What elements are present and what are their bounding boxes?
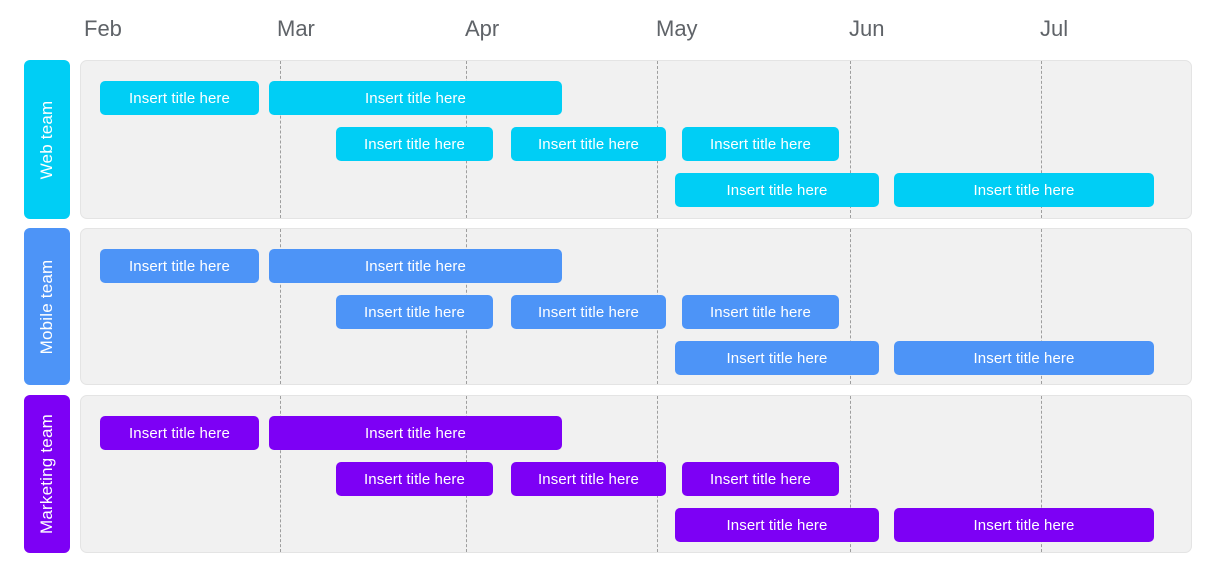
- gantt-bar-label: Insert title here: [710, 470, 811, 488]
- gantt-bar[interactable]: Insert title here: [511, 462, 666, 496]
- gantt-bar[interactable]: Insert title here: [894, 173, 1154, 207]
- gantt-bar[interactable]: Insert title here: [894, 341, 1154, 375]
- gantt-bar-label: Insert title here: [973, 181, 1075, 199]
- gantt-bar-label: Insert title here: [538, 303, 639, 321]
- month-axis: Feb Mar Apr May Jun Jul: [0, 12, 1208, 52]
- row-label-text-marketing-team: Marketing team: [37, 414, 56, 534]
- gridline-0: [280, 61, 281, 218]
- gantt-bar-label: Insert title here: [365, 89, 466, 107]
- gantt-bar-label: Insert title here: [726, 516, 828, 534]
- gantt-bar-label: Insert title here: [726, 181, 828, 199]
- gridline-3: [850, 396, 851, 552]
- gantt-bar[interactable]: Insert title here: [336, 295, 493, 329]
- gantt-bar-label: Insert title here: [364, 135, 465, 153]
- gantt-bar[interactable]: Insert title here: [100, 416, 259, 450]
- row-label-tab-mobile-team[interactable]: Mobile team: [24, 228, 70, 385]
- gridline-4: [1041, 229, 1042, 384]
- gridline-0: [280, 229, 281, 384]
- month-label-feb: Feb: [84, 16, 122, 41]
- row-label-text-web-team: Web team: [37, 100, 56, 179]
- gantt-bar[interactable]: Insert title here: [336, 127, 493, 161]
- gantt-bar-label: Insert title here: [365, 424, 466, 442]
- gantt-bar[interactable]: Insert title here: [336, 462, 493, 496]
- gantt-bar[interactable]: Insert title here: [675, 341, 879, 375]
- month-label-jul: Jul: [1040, 16, 1069, 41]
- month-label-may: May: [656, 16, 698, 41]
- gantt-bar-label: Insert title here: [973, 349, 1075, 367]
- gantt-bar-label: Insert title here: [129, 424, 230, 442]
- gantt-bar[interactable]: Insert title here: [675, 508, 879, 542]
- gantt-bar-label: Insert title here: [364, 303, 465, 321]
- gantt-bar-label: Insert title here: [538, 135, 639, 153]
- gantt-bar-label: Insert title here: [129, 257, 230, 275]
- gridline-3: [850, 61, 851, 218]
- gantt-bar[interactable]: Insert title here: [269, 249, 562, 283]
- gantt-bar[interactable]: Insert title here: [682, 127, 839, 161]
- gantt-bar[interactable]: Insert title here: [269, 81, 562, 115]
- month-label-apr: Apr: [465, 16, 500, 41]
- gantt-bar-label: Insert title here: [726, 349, 828, 367]
- gantt-bar-label: Insert title here: [365, 257, 466, 275]
- row-label-tab-web-team[interactable]: Web team: [24, 60, 70, 219]
- gridline-0: [280, 396, 281, 552]
- gantt-bar[interactable]: Insert title here: [269, 416, 562, 450]
- gantt-bar[interactable]: Insert title here: [894, 508, 1154, 542]
- gantt-bar-label: Insert title here: [710, 303, 811, 321]
- month-label-jun: Jun: [849, 16, 885, 41]
- row-label-text-mobile-team: Mobile team: [37, 259, 56, 354]
- gantt-bar-label: Insert title here: [538, 470, 639, 488]
- gridline-4: [1041, 396, 1042, 552]
- gantt-bar[interactable]: Insert title here: [682, 462, 839, 496]
- gridline-4: [1041, 61, 1042, 218]
- gridline-3: [850, 229, 851, 384]
- gantt-bar-label: Insert title here: [973, 516, 1075, 534]
- row-label-tab-marketing-team[interactable]: Marketing team: [24, 395, 70, 553]
- gantt-bar[interactable]: Insert title here: [675, 173, 879, 207]
- gantt-bar[interactable]: Insert title here: [100, 249, 259, 283]
- gantt-bar-label: Insert title here: [710, 135, 811, 153]
- gantt-bar[interactable]: Insert title here: [100, 81, 259, 115]
- gantt-bar-label: Insert title here: [129, 89, 230, 107]
- gantt-bar[interactable]: Insert title here: [511, 295, 666, 329]
- month-label-mar: Mar: [277, 16, 315, 41]
- gantt-bar[interactable]: Insert title here: [682, 295, 839, 329]
- gantt-bar[interactable]: Insert title here: [511, 127, 666, 161]
- gantt-bar-label: Insert title here: [364, 470, 465, 488]
